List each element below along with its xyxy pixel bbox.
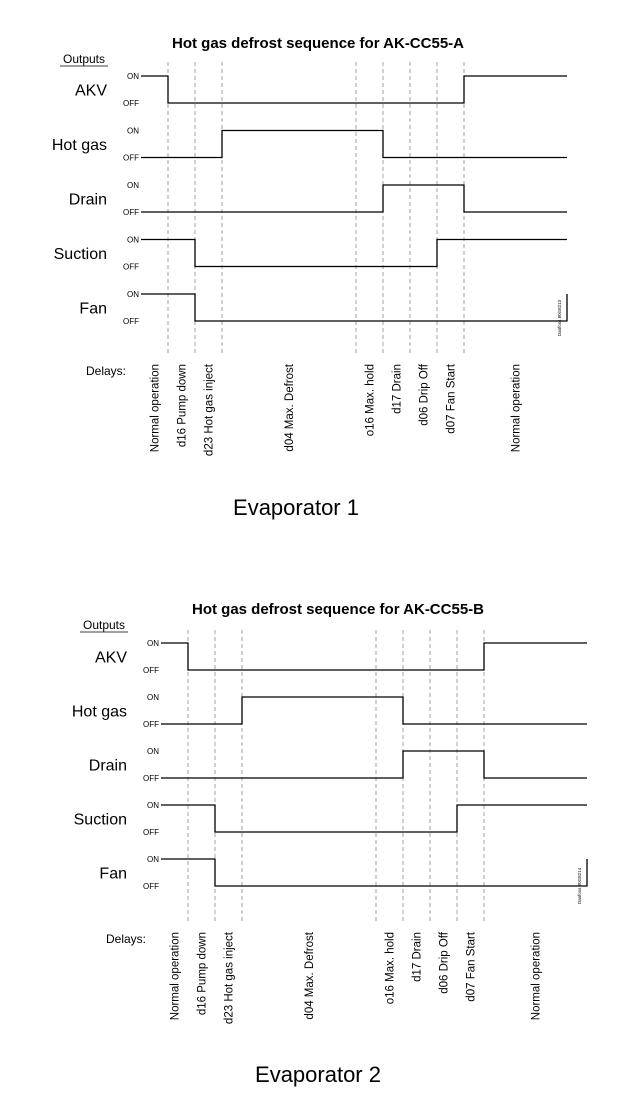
delay-labels: Normal operation d16 Pump down d23 Hot gas… <box>150 363 523 456</box>
delay-labels: Normal operation d16 Pump down d23 Hot gas… <box>170 931 543 1024</box>
delay-label: o16 Max. hold <box>365 364 377 436</box>
on-level-label: ON <box>127 181 139 190</box>
delay-label: d16 Pump down <box>197 932 209 1015</box>
evaporator-caption: Evaporator 1 <box>233 495 359 520</box>
off-level-label: OFF <box>143 666 159 675</box>
on-level-label: ON <box>127 290 139 299</box>
delays-label: Delays: <box>106 932 146 946</box>
signal-row-fan: Fan ON OFF <box>99 855 588 891</box>
delay-label: Normal operation <box>511 364 523 452</box>
signal-name: Fan <box>79 301 107 318</box>
on-level-label: ON <box>127 127 139 136</box>
evaporator-caption: Evaporator 2 <box>255 1062 381 1087</box>
signal-row-drain: Drain ON OFF <box>69 181 567 217</box>
delay-label: d06 Drip Off <box>419 363 431 426</box>
signal-waveform <box>141 238 567 268</box>
signal-waveform <box>161 858 588 887</box>
delay-label: d07 Fan Start <box>446 363 458 433</box>
signal-waveform <box>161 804 587 833</box>
document-code: Danfoss 80G8213 <box>557 299 562 336</box>
outputs-label: Outputs <box>63 52 105 66</box>
signal-row-fan: Fan ON OFF <box>79 290 568 326</box>
delay-label: d23 Hot gas inject <box>224 931 236 1024</box>
transition-guides <box>167 62 465 356</box>
off-level-label: OFF <box>143 828 159 837</box>
signal-waveform <box>141 184 567 213</box>
on-level-label: ON <box>147 801 159 810</box>
on-level-label: ON <box>147 855 159 864</box>
off-level-label: OFF <box>123 99 139 108</box>
signal-name: Fan <box>99 866 127 883</box>
delay-label: d17 Drain <box>412 932 424 982</box>
signal-row-drain: Drain ON OFF <box>89 747 587 783</box>
delay-label: Normal operation <box>150 364 162 452</box>
on-level-label: ON <box>147 639 159 648</box>
signal-row-suction: Suction ON OFF <box>74 801 587 837</box>
signal-name: Drain <box>89 758 127 775</box>
signal-waveform <box>141 129 567 159</box>
signal-name: Hot gas <box>72 704 127 721</box>
signal-waveform <box>161 642 587 671</box>
signal-row-suction: Suction ON OFF <box>54 236 567 272</box>
transition-guides <box>187 630 485 922</box>
on-level-label: ON <box>147 747 159 756</box>
off-level-label: OFF <box>123 317 139 326</box>
timing-diagram-evaporator-2: Hot gas defrost sequence for AK-CC55-B O… <box>72 601 588 1087</box>
off-level-label: OFF <box>123 154 139 163</box>
delay-label: d16 Pump down <box>177 364 189 447</box>
off-level-label: OFF <box>143 720 159 729</box>
off-level-label: OFF <box>143 882 159 891</box>
delay-label: d23 Hot gas inject <box>204 363 216 456</box>
delay-label: d04 Max. Defrost <box>284 363 296 451</box>
diagram-title: Hot gas defrost sequence for AK-CC55-B <box>192 601 484 618</box>
signal-name: Suction <box>54 246 107 263</box>
on-level-label: ON <box>127 236 139 245</box>
signal-row-hot-gas: Hot gas ON OFF <box>72 693 587 729</box>
on-level-label: ON <box>147 693 159 702</box>
signal-row-akv: AKV ON OFF <box>75 72 567 108</box>
outputs-label: Outputs <box>83 618 125 632</box>
signal-waveform <box>141 293 568 322</box>
off-level-label: OFF <box>123 208 139 217</box>
signal-name: AKV <box>75 83 107 100</box>
off-level-label: OFF <box>143 774 159 783</box>
delays-label: Delays: <box>86 364 126 378</box>
signal-waveform <box>161 696 587 725</box>
delay-label: Normal operation <box>531 932 543 1020</box>
signal-row-akv: AKV ON OFF <box>95 639 587 675</box>
diagram-title: Hot gas defrost sequence for AK-CC55-A <box>172 35 464 52</box>
signal-name: AKV <box>95 650 127 667</box>
signal-row-hot-gas: Hot gas ON OFF <box>52 127 567 163</box>
on-level-label: ON <box>127 72 139 81</box>
signal-name: Drain <box>69 192 107 209</box>
signal-waveform <box>141 75 567 104</box>
signal-name: Suction <box>74 812 127 829</box>
timing-diagram-evaporator-1: Hot gas defrost sequence for AK-CC55-A O… <box>52 35 568 520</box>
delay-label: d07 Fan Start <box>466 931 478 1001</box>
delay-label: o16 Max. hold <box>385 932 397 1004</box>
signal-name: Hot gas <box>52 137 107 154</box>
document-code: Danfoss 80G8214 <box>577 867 582 904</box>
signal-waveform <box>161 750 587 779</box>
off-level-label: OFF <box>123 263 139 272</box>
delay-label: d17 Drain <box>392 364 404 414</box>
delay-label: d04 Max. Defrost <box>304 931 316 1019</box>
delay-label: Normal operation <box>170 932 182 1020</box>
delay-label: d06 Drip Off <box>439 931 451 994</box>
